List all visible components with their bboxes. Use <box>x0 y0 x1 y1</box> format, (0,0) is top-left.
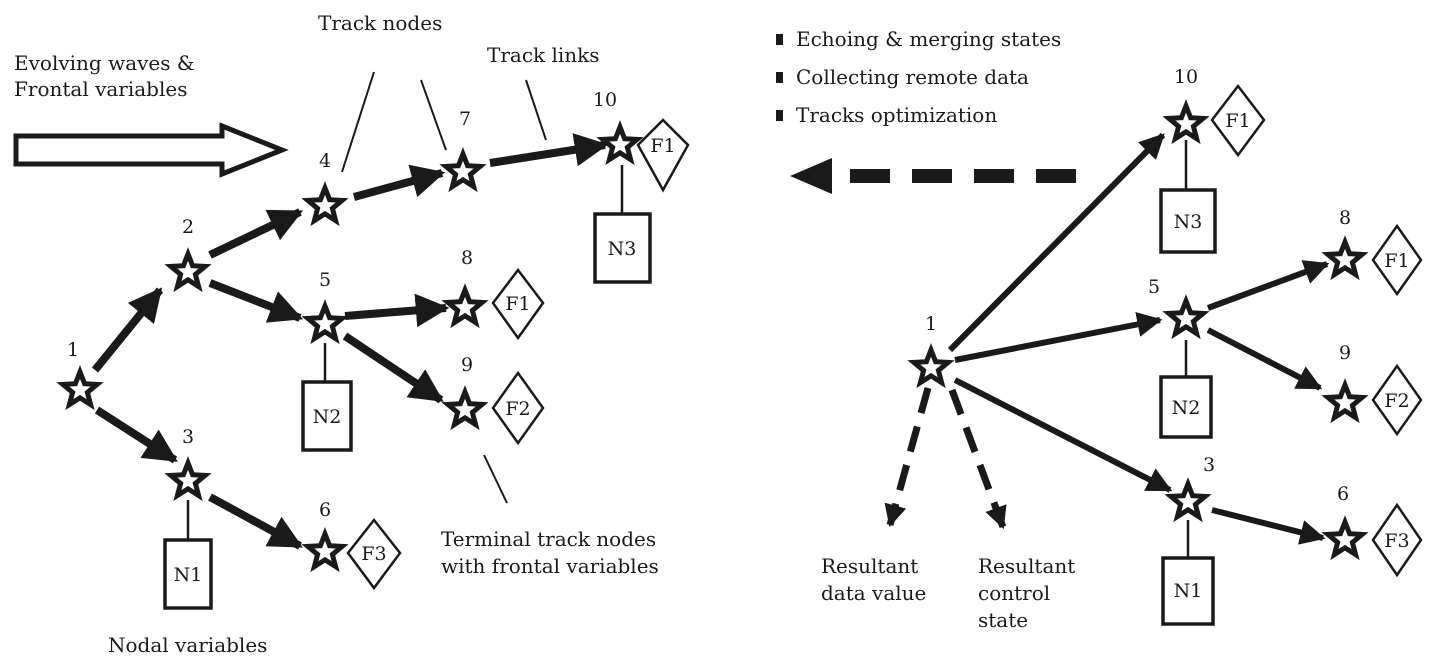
svg-text:F3: F3 <box>1384 530 1409 552</box>
track-links-label: Track links <box>487 43 600 67</box>
resultant-control-label-line1: Resultant <box>978 554 1075 578</box>
node-number-8: 8 <box>461 247 473 269</box>
svg-text:N3: N3 <box>1174 211 1203 233</box>
right-panel: Echoing & merging states Collecting remo… <box>776 27 1423 632</box>
right-nodal-box-n3: N3 <box>1159 188 1217 254</box>
track-node-star-8 <box>448 290 482 323</box>
node-number-9: 9 <box>461 354 473 376</box>
node-number-3: 3 <box>182 426 194 448</box>
svg-text:F1: F1 <box>1225 110 1250 132</box>
node-number-7: 7 <box>459 108 471 130</box>
right-frontal-diamond-f1-mid: F1 <box>1371 223 1423 297</box>
track-node-star-2 <box>171 254 205 287</box>
node-number-5: 5 <box>319 269 331 291</box>
node-number-6: 6 <box>319 499 331 521</box>
right-nodal-box-n1: N1 <box>1161 556 1215 626</box>
track-node-star-9 <box>1328 385 1362 418</box>
resultant-control-label-line2: control <box>978 581 1050 605</box>
node-number-6: 6 <box>1337 483 1349 505</box>
svg-text:N1: N1 <box>1174 580 1203 602</box>
legend: Echoing & merging states Collecting remo… <box>776 27 1061 127</box>
track-node-star-5 <box>1169 301 1203 334</box>
left-track-node-stars <box>63 127 637 567</box>
track-node-star-10 <box>1169 106 1203 139</box>
left-frontal-diamond-f1-top: F1 <box>636 118 690 193</box>
svg-text:F1: F1 <box>1384 250 1409 272</box>
legend-bullet <box>776 34 783 45</box>
dashed-return-arrow <box>790 158 1076 194</box>
right-node-numbers: 1 3 5 6 8 9 10 <box>925 66 1351 505</box>
left-track-links <box>91 133 609 550</box>
right-frontal-diamond-f3: F3 <box>1371 502 1423 578</box>
resultant-data-label-line2: data value <box>821 581 926 605</box>
node-number-1: 1 <box>67 339 79 361</box>
nodal-box-label: N3 <box>608 238 637 260</box>
callout-leader-lines <box>341 71 547 504</box>
right-track-links <box>947 132 1330 545</box>
nodal-box-label: N2 <box>313 406 342 428</box>
evolving-waves-label-line2: Frontal variables <box>14 77 187 101</box>
right-frontal-diamond-f1-top: F1 <box>1210 83 1266 158</box>
resultant-control-label-line3: state <box>978 608 1028 632</box>
left-node-numbers: 1 2 3 4 5 6 7 8 9 10 <box>67 89 617 521</box>
left-nodal-connectors <box>186 165 624 540</box>
track-node-star-8 <box>1328 242 1362 275</box>
track-node-star-9 <box>448 392 482 425</box>
resultant-data-label-line1: Resultant <box>821 554 918 578</box>
track-node-star-5 <box>308 306 342 339</box>
node-number-4: 4 <box>319 150 331 172</box>
nodal-box-label: N1 <box>174 564 203 586</box>
track-node-star-6 <box>308 534 342 567</box>
svg-text:F2: F2 <box>1384 390 1409 412</box>
right-nodal-box-n2: N2 <box>1159 375 1213 439</box>
legend-echoing-merging: Echoing & merging states <box>796 27 1061 51</box>
svg-text:F2: F2 <box>505 398 530 420</box>
node-number-10: 10 <box>1174 66 1198 88</box>
svg-text:F1: F1 <box>650 135 675 157</box>
legend-collecting-remote: Collecting remote data <box>796 65 1029 89</box>
track-nodes-label: Track nodes <box>318 11 442 35</box>
left-nodal-box-n3: N3 <box>593 212 652 284</box>
nodal-variables-label: Nodal variables <box>108 633 267 657</box>
track-node-star-1 <box>63 372 97 405</box>
node-number-3: 3 <box>1203 454 1215 476</box>
left-frontal-diamond-f2: F2 <box>491 370 545 446</box>
track-node-star-7 <box>446 154 480 187</box>
track-node-star-6 <box>1328 522 1362 555</box>
terminal-nodes-label-line2: with frontal variables <box>441 554 659 578</box>
legend-bullet <box>776 72 783 83</box>
svg-text:N2: N2 <box>1172 397 1201 419</box>
node-number-9: 9 <box>1339 342 1351 364</box>
right-frontal-diamond-f2: F2 <box>1371 363 1423 437</box>
node-number-2: 2 <box>182 216 194 238</box>
node-number-10: 10 <box>593 89 617 111</box>
track-node-star-4 <box>308 188 342 221</box>
evolving-waves-label-line1: Evolving waves & <box>14 51 195 75</box>
track-node-star-3 <box>1171 484 1205 517</box>
svg-text:F1: F1 <box>505 293 530 315</box>
node-number-1: 1 <box>925 313 937 335</box>
track-node-star-1 <box>914 350 948 383</box>
legend-tracks-optimization: Tracks optimization <box>796 103 997 127</box>
evolving-waves-hollow-arrow <box>13 122 289 178</box>
right-nodal-connectors <box>1184 140 1190 558</box>
svg-text:F3: F3 <box>361 543 386 565</box>
left-frontal-diamond-f3: F3 <box>346 517 402 591</box>
left-panel: Evolving waves & Frontal variables Track… <box>13 11 690 657</box>
resultant-dashed-arrows <box>884 387 1007 530</box>
node-number-8: 8 <box>1339 207 1351 229</box>
left-frontal-diamond-f1-mid: F1 <box>491 267 545 341</box>
terminal-nodes-label-line1: Terminal track nodes <box>441 527 656 551</box>
left-nodal-box-n1: N1 <box>163 538 213 610</box>
node-number-5: 5 <box>1148 276 1160 298</box>
left-nodal-box-n2: N2 <box>301 380 353 452</box>
legend-bullet <box>776 110 783 121</box>
track-node-star-10 <box>603 127 637 160</box>
track-node-star-3 <box>171 463 205 496</box>
